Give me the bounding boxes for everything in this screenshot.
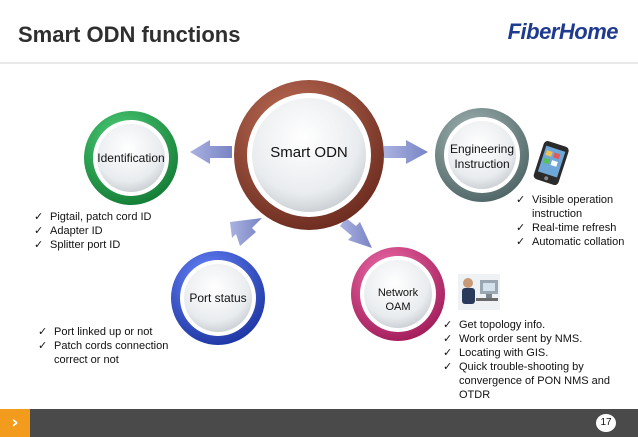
node-port-status [171,251,265,345]
list-item: Quick trouble-shooting by convergence of… [443,360,623,402]
list-item: Patch cords connection correct or not [38,339,188,367]
identification-label: Identification [97,151,165,165]
fiberhome-logo: FiberHome [507,19,619,44]
arrow-right [384,140,428,164]
list-item: Work order sent by NMS. [443,332,623,346]
list-item: Pigtail, patch cord ID [34,210,204,224]
center-label: Smart ODN [270,144,348,161]
next-slide-chevron-icon[interactable]: › [0,409,30,437]
list-item: Automatic collation [516,235,636,249]
list-item: Locating with GIS. [443,346,623,360]
network-oam-bullets: Get topology info. Work order sent by NM… [443,318,623,402]
arrow-down-right [340,218,372,248]
engineering-bullets: Visible operation instruction Real-time … [516,193,636,249]
engineering-label: Engineering Instruction [449,142,515,171]
node-smart-odn [234,80,384,230]
arrow-down-left [230,218,262,246]
title-divider [0,62,638,64]
footer-bar [0,409,638,437]
port-status-bullets: Port linked up or not Patch cords connec… [38,325,188,367]
identification-bullets: Pigtail, patch cord ID Adapter ID Splitt… [34,210,204,252]
network-oam-label: Network OAM [377,287,419,313]
node-network-oam [351,247,445,341]
smartphone-icon [533,141,569,186]
list-item: Splitter port ID [34,238,204,252]
list-item: Port linked up or not [38,325,188,339]
page-number: 17 [596,414,616,432]
node-engineering-instruction [435,108,529,202]
arrow-left [190,140,232,164]
list-item: Real-time refresh [516,221,636,235]
list-item: Adapter ID [34,224,204,238]
operator-at-computer-icon [458,274,500,310]
list-item: Visible operation instruction [516,193,636,221]
node-identification [84,111,178,205]
port-status-label: Port status [189,291,247,305]
list-item: Get topology info. [443,318,623,332]
page-title: Smart ODN functions [18,22,241,47]
